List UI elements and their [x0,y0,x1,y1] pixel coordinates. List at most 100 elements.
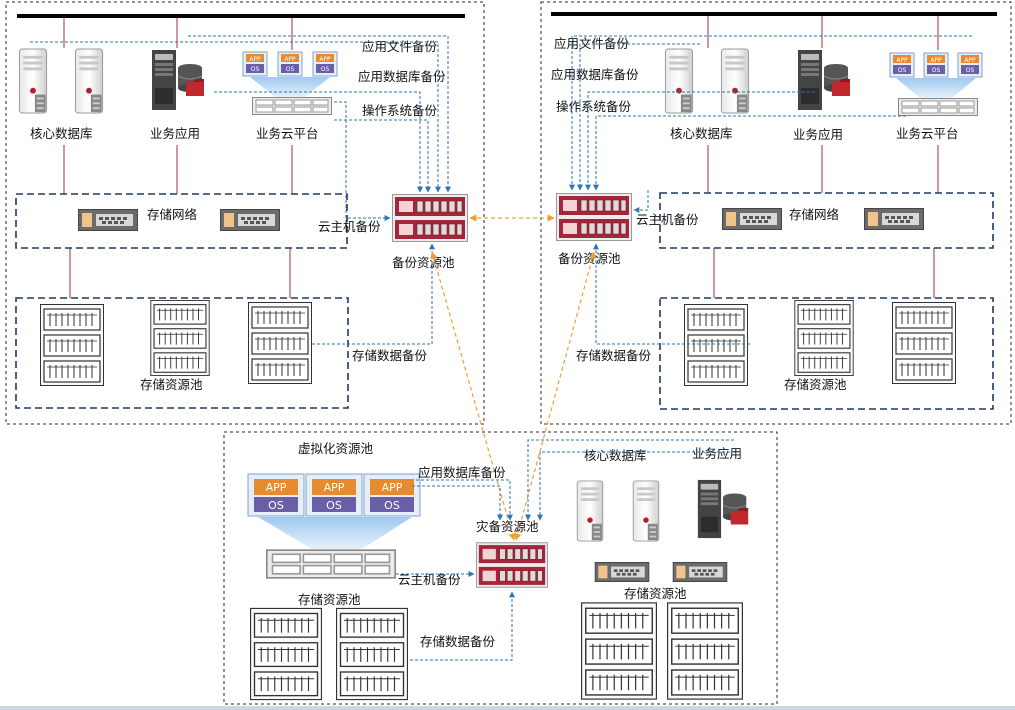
vm-backup-label: 云主机备份 [398,572,461,587]
svg-text:OS: OS [898,67,907,74]
os-backup-label: 操作系统备份 [362,103,438,118]
storage-data-backup-label: 存储数据备份 [420,634,496,649]
svg-text:OS: OS [286,66,295,73]
storage-pool-label: 存储资源池 [140,377,203,392]
storage-rack-icon [684,304,748,386]
switch-icon [220,209,280,231]
core-db-label: 核心数据库 [584,448,647,463]
storage-network-box [15,193,348,249]
replication-links [430,214,596,541]
switch-icon [672,562,728,582]
storage-pool-box [15,297,349,409]
cloud-chassis-icon [898,98,978,116]
svg-text:APP: APP [249,56,261,63]
biz-app-label: 业务应用 [150,126,200,141]
svg-text:APP: APP [319,56,331,63]
storage-pool-right-label: 存储资源池 [624,586,687,601]
biz-app-label: 业务应用 [692,446,742,461]
storage-pool-box [659,297,994,410]
right-backup-flows [569,35,972,345]
svg-text:OS: OS [326,499,342,512]
storage-rack-icon [150,300,210,376]
svg-text:APP: APP [284,56,296,63]
svg-text:OS: OS [384,499,400,512]
cloud-platform-label: 业务云平台 [896,126,959,141]
vm-icon: APP OS [363,473,421,517]
backup-pool-appliance-icon [556,193,632,241]
dr-pool-appliance-icon [476,542,548,588]
core-db-server-icon [720,48,750,114]
right-site: 核心数据库 业务应用 APP OS APP OS APP OS [551,16,994,410]
cloud-platform-label: 业务云平台 [256,126,319,141]
dr-site: 虚拟化资源池 APP OS APP OS APP OS 应用数据库备份 核心数据… [247,439,749,701]
cloud-platform-group: APP OS APP OS APP OS [242,51,338,115]
svg-text:APP: APP [382,481,403,494]
vm-icon: APP OS [242,51,268,77]
backup-pool-label: 备份资源池 [558,251,621,266]
core-db-label: 核心数据库 [670,126,733,141]
storage-rack-icon [667,602,743,700]
backup-pool-appliance-icon [392,194,468,242]
switch-icon [594,562,650,582]
app-file-backup-label: 应用文件备份 [554,36,630,51]
vm-icon: APP OS [923,52,949,78]
svg-text:OS: OS [932,67,941,74]
app-file-backup-label: 应用文件备份 [362,39,438,54]
vm-backup-label: 云主机备份 [636,212,699,227]
core-db-server-icon [632,480,660,542]
switch-icon [78,209,138,231]
dr-pool-label: 灾备资源池 [476,519,539,534]
storage-rack-icon [248,302,312,384]
window-bottom-edge [0,706,1015,710]
vm-icon: APP OS [889,52,915,78]
storage-net-label: 存储网络 [147,207,198,222]
right-site-boundary [540,1,1012,425]
left-bus-bar [17,14,465,18]
vm-icon: APP OS [305,473,363,517]
storage-network-box [659,192,994,249]
svg-text:APP: APP [324,481,345,494]
storage-rack-icon [581,602,657,700]
cloud-platform-group: APP OS APP OS APP OS [889,52,983,116]
storage-rack-icon [40,304,104,386]
vm-icon: APP OS [277,51,303,77]
vm-backup-label: 云主机备份 [318,219,381,234]
app-db-backup-label: 应用数据库备份 [551,67,639,82]
virt-pool-label: 虚拟化资源池 [298,441,374,456]
storage-net-label: 存储网络 [789,207,840,222]
storage-rack-icon [794,300,854,376]
svg-text:APP: APP [266,481,287,494]
app-server-icon [151,49,205,111]
svg-text:OS: OS [251,66,260,73]
vm-icon: APP OS [957,52,983,78]
core-db-server-icon [18,48,48,114]
storage-rack-icon [250,607,322,701]
svg-text:OS: OS [268,499,284,512]
storage-rack-icon [336,607,408,701]
dr-backup-flows [396,439,740,661]
svg-text:OS: OS [321,66,330,73]
switch-icon [864,208,924,230]
svg-text:APP: APP [930,57,942,64]
core-db-server-icon [74,48,104,114]
vm-icon: APP OS [247,473,305,517]
app-server-icon [697,479,749,539]
storage-rack-icon [892,302,956,384]
svg-text:OS: OS [966,67,975,74]
backup-pool-label: 备份资源池 [392,255,455,270]
storage-data-backup-label: 存储数据备份 [576,348,652,363]
biz-app-label: 业务应用 [793,127,843,142]
storage-pool-label: 存储资源池 [784,377,847,392]
core-db-server-icon [664,48,694,114]
svg-text:APP: APP [896,57,908,64]
switch-icon [722,208,782,230]
svg-text:APP: APP [964,57,976,64]
storage-pool-left-label: 存储资源池 [298,592,361,607]
storage-data-backup-label: 存储数据备份 [352,348,428,363]
virt-chassis-icon [266,549,396,579]
vm-icon: APP OS [312,51,338,77]
app-server-icon [797,49,851,111]
cloud-chassis-icon [252,97,332,115]
core-db-label: 核心数据库 [30,126,93,141]
